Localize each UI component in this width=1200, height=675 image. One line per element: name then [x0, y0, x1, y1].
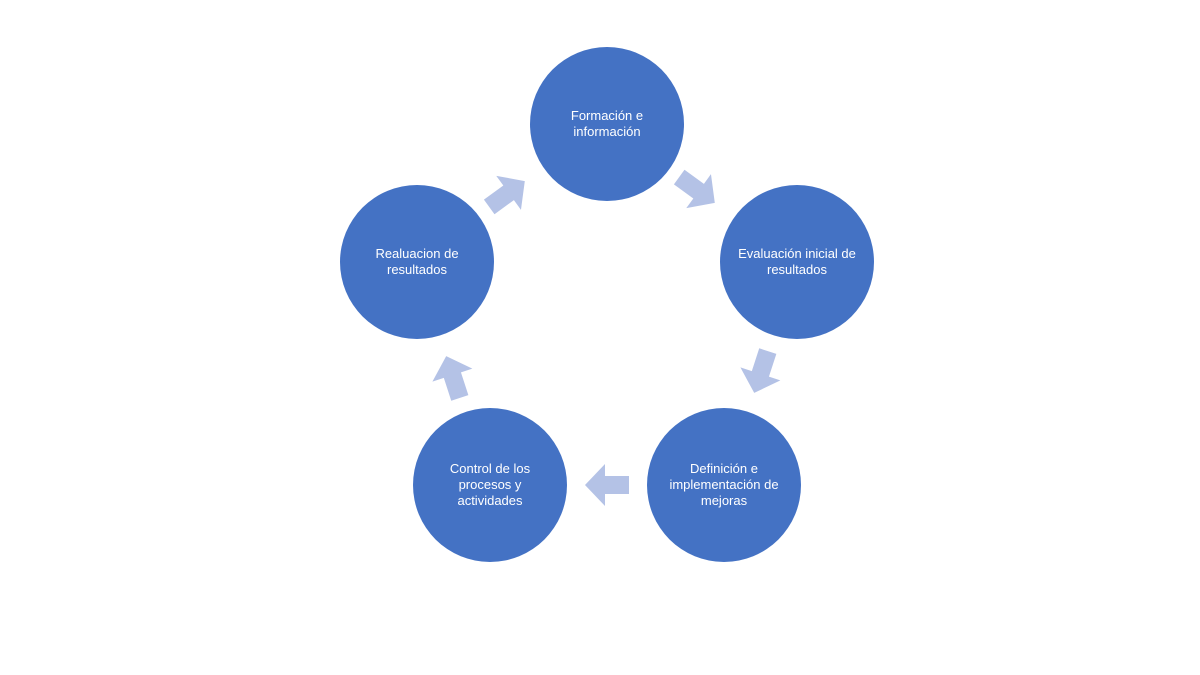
node-realuacion-circle [340, 185, 494, 339]
arrow-realuacion-to-formacion [483, 175, 525, 215]
node-evaluacion-circle [720, 185, 874, 339]
node-control-circle [413, 408, 567, 562]
arrow-evaluacion-to-definicion [740, 348, 781, 393]
arrow-formacion-to-evaluacion [673, 169, 715, 209]
node-definicion-circle [647, 408, 801, 562]
arrow-control-to-realuacion [432, 356, 473, 401]
arrow-definicion-to-control [585, 464, 629, 506]
node-formacion-circle [530, 47, 684, 201]
